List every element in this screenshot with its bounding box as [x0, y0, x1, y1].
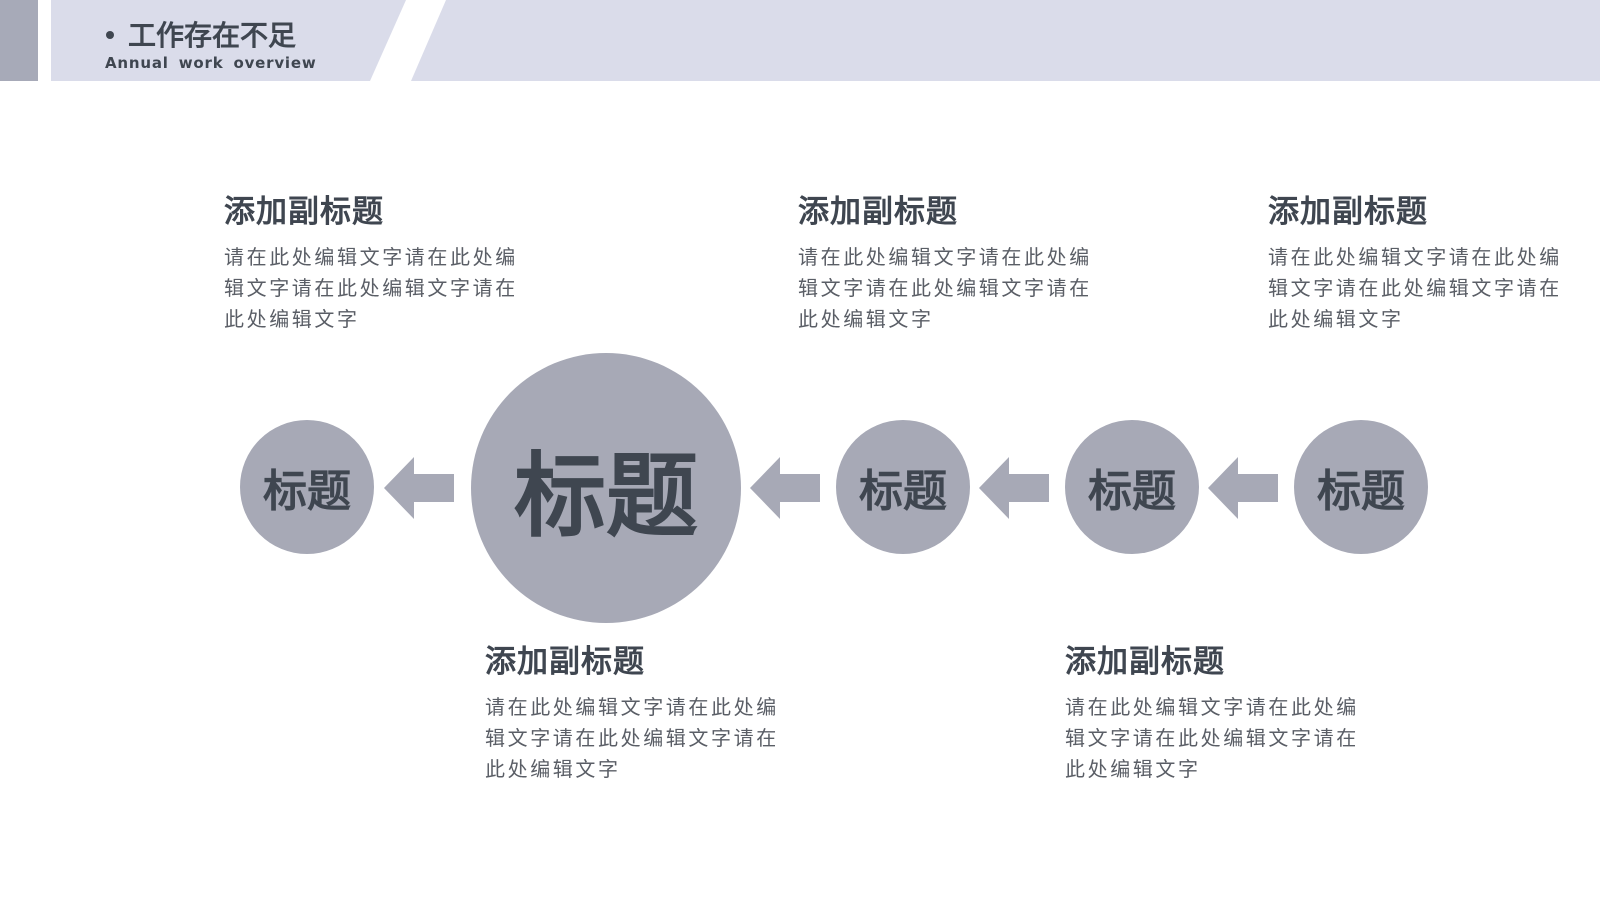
block-title: 添加副标题: [1065, 644, 1225, 680]
header-band-left: [51, 0, 406, 81]
block-body: 请在此处编辑文字请在此处编辑文字请在此处编辑文字请在此处编辑文字: [1065, 695, 1359, 781]
arrow-left-icon: [979, 457, 1049, 519]
header-band: [51, 0, 1600, 81]
node-circle-3: 标题: [836, 420, 970, 554]
node-label: 标题: [1088, 466, 1176, 517]
node-circle-main: 标题: [471, 353, 741, 623]
node-circle-5: 标题: [1294, 420, 1428, 554]
block-body: 请在此处编辑文字请在此处编辑文字请在此处编辑文字请在此处编辑文字: [224, 245, 518, 331]
page-title: 工作存在不足: [128, 19, 297, 52]
text-block-4: 添加副标题 请在此处编辑文字请在此处编辑文字请在此处编辑文字请在此处编辑文字: [485, 642, 805, 785]
node-circle-1: 标题: [240, 420, 374, 554]
block-title: 添加副标题: [485, 644, 645, 680]
block-title: 添加副标题: [798, 194, 958, 230]
text-block-3: 添加副标题 请在此处编辑文字请在此处编辑文字请在此处编辑文字请在此处编辑文字: [1268, 192, 1588, 335]
text-block-2: 添加副标题 请在此处编辑文字请在此处编辑文字请在此处编辑文字请在此处编辑文字: [798, 192, 1118, 335]
block-body: 请在此处编辑文字请在此处编辑文字请在此处编辑文字请在此处编辑文字: [798, 245, 1092, 331]
node-label: 标题: [859, 466, 947, 517]
block-body: 请在此处编辑文字请在此处编辑文字请在此处编辑文字请在此处编辑文字: [1268, 245, 1562, 331]
node-label: 标题: [1317, 466, 1405, 517]
arrow-left-icon: [1208, 457, 1278, 519]
node-label: 标题: [263, 466, 351, 517]
header-accent-block: [0, 0, 38, 81]
text-block-1: 添加副标题 请在此处编辑文字请在此处编辑文字请在此处编辑文字请在此处编辑文字: [224, 192, 544, 335]
node-label: 标题: [513, 442, 698, 550]
node-circle-4: 标题: [1065, 420, 1199, 554]
arrow-left-icon: [750, 457, 820, 519]
header-band-right: [411, 0, 1600, 81]
header-bullet-icon: [106, 31, 114, 39]
block-body: 请在此处编辑文字请在此处编辑文字请在此处编辑文字请在此处编辑文字: [485, 695, 779, 781]
text-block-5: 添加副标题 请在此处编辑文字请在此处编辑文字请在此处编辑文字请在此处编辑文字: [1065, 642, 1385, 785]
arrow-left-icon: [384, 457, 454, 519]
block-title: 添加副标题: [224, 194, 384, 230]
block-title: 添加副标题: [1268, 194, 1428, 230]
page-subtitle: Annual work overview: [105, 54, 317, 72]
